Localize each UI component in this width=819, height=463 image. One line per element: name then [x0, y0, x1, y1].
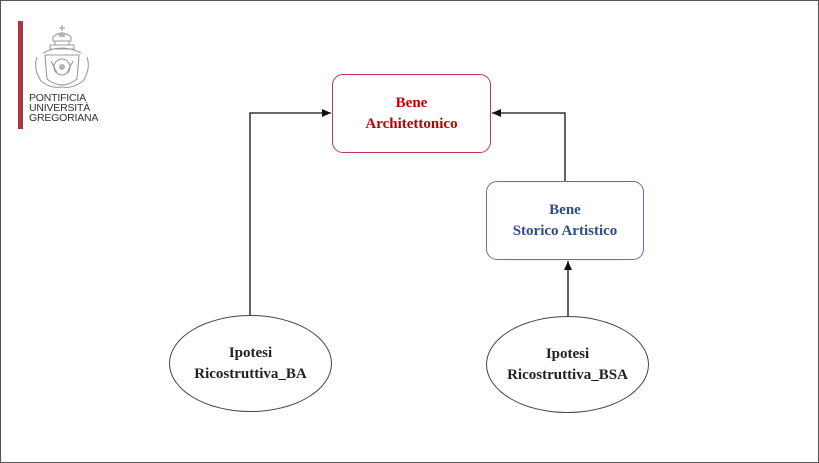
node-bene-storico-artistico: Bene Storico Artistico	[486, 181, 644, 260]
node-ipotesi-ricostruttiva-ba: Ipotesi Ricostruttiva_BA	[169, 315, 332, 412]
university-name: PONTIFICIA UNIVERSITÀ GREGORIANA	[29, 92, 99, 124]
edge-ipotesi-ba-to-bene-architettonico	[249, 109, 331, 315]
node-label-line: Ricostruttiva_BA	[194, 365, 307, 382]
node-label-line: Bene	[549, 201, 581, 218]
brand-accent-bar	[18, 21, 23, 129]
node-label-line: Ipotesi	[545, 345, 590, 362]
node-label-line: Storico Artistico	[512, 222, 618, 239]
university-name-line: GREGORIANA	[29, 112, 99, 124]
node-ipotesi-ricostruttiva-bsa: Ipotesi Ricostruttiva_BSA	[486, 316, 649, 413]
node-label-line: Ipotesi	[228, 344, 273, 361]
node-label-line: Architettonico	[365, 115, 458, 132]
university-name-line: PONTIFICIA	[29, 92, 86, 104]
university-crest-icon	[35, 25, 89, 88]
node-label-line: Bene	[395, 94, 428, 111]
node-bene-architettonico: Bene Architettonico	[332, 74, 491, 153]
edge-bene-storico-artistico-to-bene-architettonico	[492, 109, 566, 181]
university-name-line: UNIVERSITÀ	[29, 102, 91, 114]
node-label-line: Ricostruttiva_BSA	[507, 366, 628, 383]
